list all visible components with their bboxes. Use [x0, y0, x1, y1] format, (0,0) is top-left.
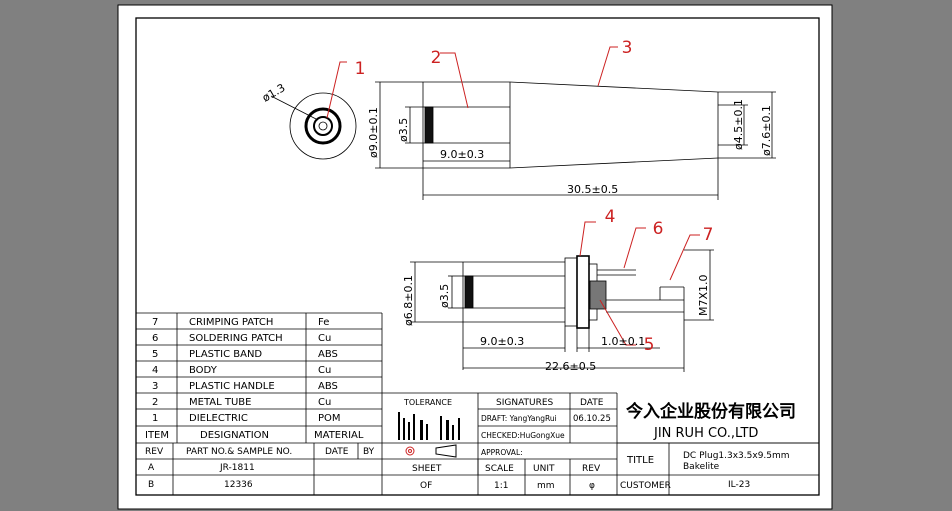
top-side-view: [422, 81, 719, 169]
tolerance-label: TOLERANCE: [403, 398, 452, 407]
title-label: TITLE: [626, 455, 654, 466]
unit-value: mm: [537, 481, 555, 491]
part-row-name: PLASTIC BAND: [189, 349, 262, 360]
callout-3: 3: [622, 38, 633, 58]
date-header: DATE: [580, 398, 604, 408]
company-name-en: JIN RUH CO.,LTD: [653, 426, 758, 441]
draft-signature: DRAFT: YangYangRui: [481, 414, 557, 423]
scale-value: 1:1: [494, 481, 508, 491]
customer-value: IL-23: [728, 480, 750, 490]
dim-len-bot-front: 9.0±0.3: [480, 335, 524, 348]
header-designation: DESIGNATION: [200, 430, 269, 441]
title-line-1: DC Plug1.3x3.5x9.5mm: [683, 451, 790, 461]
part-row-mat: ABS: [318, 349, 338, 360]
dim-bot-outer: ø6.8±0.1: [402, 275, 415, 326]
tolerance-table-graphic: [398, 412, 460, 440]
sheet-label: SHEET: [412, 464, 442, 474]
part-row-name: CRIMPING PATCH: [189, 317, 273, 328]
part-row-mat: POM: [318, 413, 341, 424]
part-row-name: SOLDERING PATCH: [189, 333, 283, 344]
part-row-no: 2: [152, 397, 158, 408]
rev-row-a: A: [148, 463, 155, 473]
front-view-ring: [304, 107, 342, 145]
callout-7: 7: [703, 225, 714, 245]
rev-row-b: B: [148, 480, 154, 490]
part-row-no: 5: [152, 349, 158, 360]
rev-row-b-part: 12336: [224, 480, 253, 490]
part-row-name: METAL TUBE: [189, 397, 251, 408]
callout-6: 6: [653, 219, 664, 239]
callout-1: 1: [355, 59, 366, 79]
dim-thread: M7X1.0: [697, 274, 710, 316]
sheet-value: OF: [420, 481, 432, 491]
part-row-mat: Cu: [318, 397, 331, 408]
projection-symbol-icon: [405, 444, 457, 458]
front-view-pin: [313, 116, 333, 136]
drawing-border: [135, 17, 820, 496]
part-row-name: PLASTIC HANDLE: [189, 381, 275, 392]
rev-row-a-part: JR-1811: [219, 463, 255, 473]
callout-2: 2: [431, 48, 442, 68]
rev-label: REV: [582, 464, 601, 474]
dim-len-total: 30.5±0.5: [567, 183, 618, 196]
part-row-no: 4: [152, 365, 158, 376]
header-item: ITEM: [145, 430, 169, 441]
signatures-header: SIGNATURES: [496, 398, 554, 408]
paper: [117, 4, 833, 510]
part-row-no: 1: [152, 413, 158, 424]
approval-label: APPROVAL:: [481, 448, 523, 457]
part-row-name: DIELECTRIC: [189, 413, 248, 424]
draft-date: 06.10.25: [573, 414, 611, 424]
parts-list: [136, 312, 819, 495]
dim-len-bot-total: 22.6±0.5: [545, 360, 596, 373]
dim-front-inner: ø3.5: [397, 118, 410, 142]
callout-5: 5: [644, 335, 655, 355]
header-material: MATERIAL: [314, 430, 364, 441]
dim-front-outer: ø9.0±0.1: [367, 107, 380, 158]
company-name-cn: 今入企业股份有限公司: [626, 401, 796, 422]
part-row-name: BODY: [189, 365, 218, 376]
unit-label: UNIT: [533, 464, 555, 474]
callout-4: 4: [605, 207, 616, 227]
dim-rear-outer: ø7.6±0.1: [760, 105, 773, 156]
part-row-mat: ABS: [318, 381, 338, 392]
scale-label: SCALE: [485, 464, 514, 474]
part-row-mat: Cu: [318, 333, 331, 344]
bottom-side-view: [462, 255, 685, 329]
checked-signature: CHECKED:HuGongXue: [481, 431, 565, 440]
front-view-outer: [289, 92, 357, 160]
header-date: DATE: [325, 447, 349, 457]
header-rev: REV: [145, 447, 164, 457]
dim-bot-inner: ø3.5: [438, 284, 451, 308]
part-row-no: 6: [152, 333, 158, 344]
part-row-mat: Cu: [318, 365, 331, 376]
dim-len-front: 9.0±0.3: [440, 148, 484, 161]
customer-label: CUSTOMER: [620, 481, 671, 491]
header-part: PART NO.& SAMPLE NO.: [186, 447, 292, 457]
dim-len-bot-mid: 1.0±0.1: [601, 335, 645, 348]
part-row-no: 7: [152, 317, 158, 328]
title-line-2: Bakelite: [683, 462, 720, 472]
header-by: BY: [363, 447, 375, 457]
rev-value: φ: [589, 481, 595, 491]
dim-rear-inner: ø4.5±0.1: [732, 99, 745, 150]
part-row-mat: Fe: [318, 317, 329, 328]
part-row-no: 3: [152, 381, 158, 392]
